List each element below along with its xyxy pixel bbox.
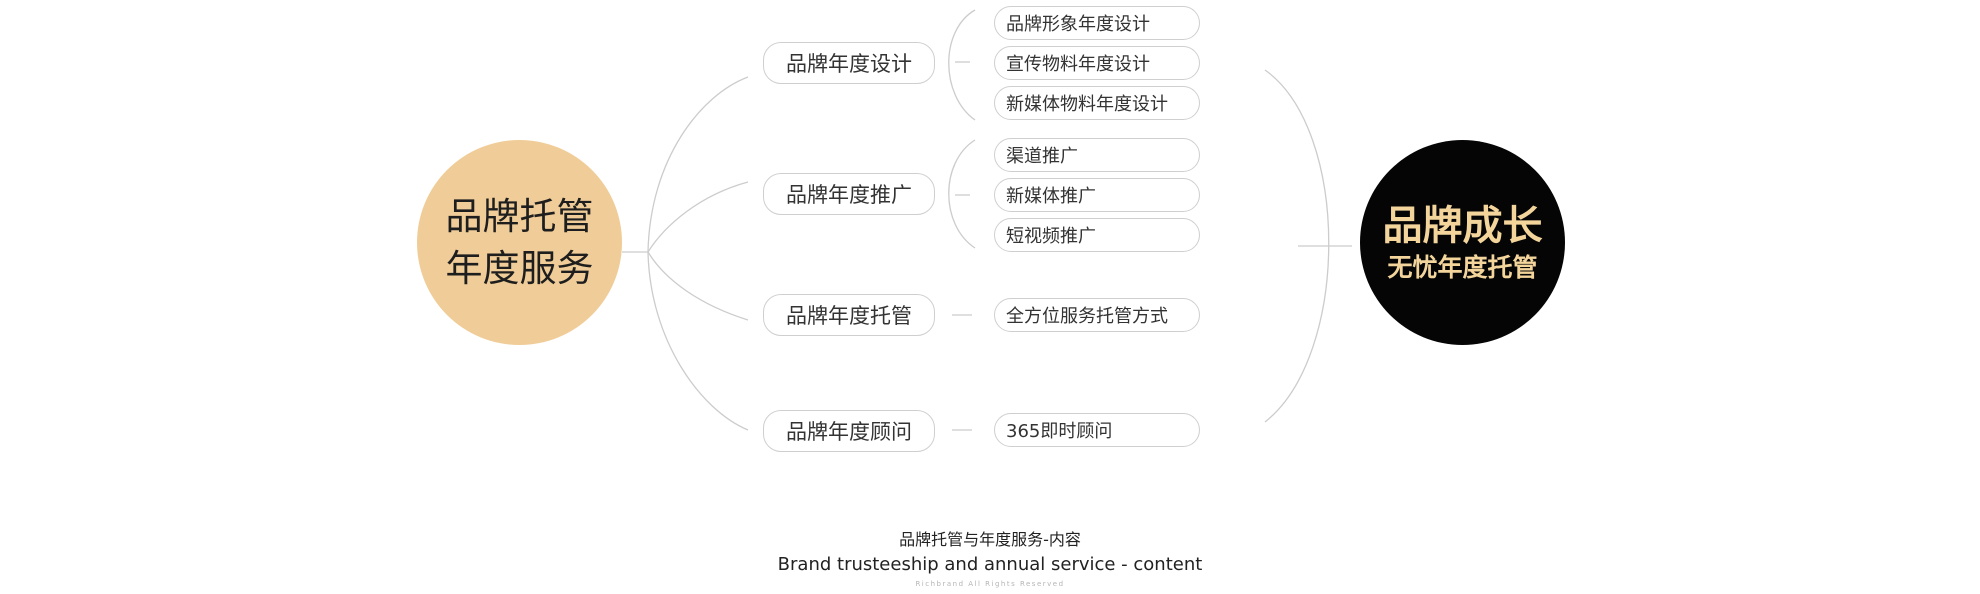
connector-branch-design — [647, 76, 749, 253]
caption-copyright: Richbrand All Rights Reserved — [915, 580, 1065, 588]
item-instant-consultant: 365即时顾问 — [994, 413, 1200, 447]
connector-bracket-design — [948, 9, 976, 121]
caption-english: Brand trusteeship and annual service - c… — [777, 554, 1203, 575]
source-circle-brand-hosting: 品牌托管 年度服务 — [417, 140, 622, 345]
item-channel-promotion: 渠道推广 — [994, 138, 1200, 172]
item-short-video-promotion: 短视频推广 — [994, 218, 1200, 252]
item-full-service-hosting: 全方位服务托管方式 — [994, 298, 1200, 332]
target-circle-brand-growth: 品牌成长 无忧年度托管 — [1360, 140, 1565, 345]
source-title-line1: 品牌托管 — [445, 194, 594, 238]
caption: 品牌托管与年度服务-内容 Brand trusteeship and annua… — [0, 528, 1980, 590]
connector-bracket-promotion — [948, 139, 976, 249]
connector-branch-consultant — [647, 251, 749, 431]
item-brand-image-design: 品牌形象年度设计 — [994, 6, 1200, 40]
category-annual-hosting: 品牌年度托管 — [763, 294, 935, 336]
connector-right-arc — [1264, 69, 1330, 423]
connector-branch-promotion — [647, 181, 749, 253]
category-annual-promotion: 品牌年度推广 — [763, 173, 935, 215]
item-new-media-material-design: 新媒体物料年度设计 — [994, 86, 1200, 120]
target-title-line1: 品牌成长 — [1382, 202, 1543, 249]
category-annual-design: 品牌年度设计 — [763, 42, 935, 84]
source-title-line2: 年度服务 — [445, 246, 594, 290]
connector-branch-hosting — [647, 251, 749, 321]
target-title-line2: 无忧年度托管 — [1387, 252, 1538, 282]
category-annual-consultant: 品牌年度顾问 — [763, 410, 935, 452]
item-promo-material-design: 宣传物料年度设计 — [994, 46, 1200, 80]
item-new-media-promotion: 新媒体推广 — [994, 178, 1200, 212]
caption-chinese: 品牌托管与年度服务-内容 — [899, 530, 1081, 549]
